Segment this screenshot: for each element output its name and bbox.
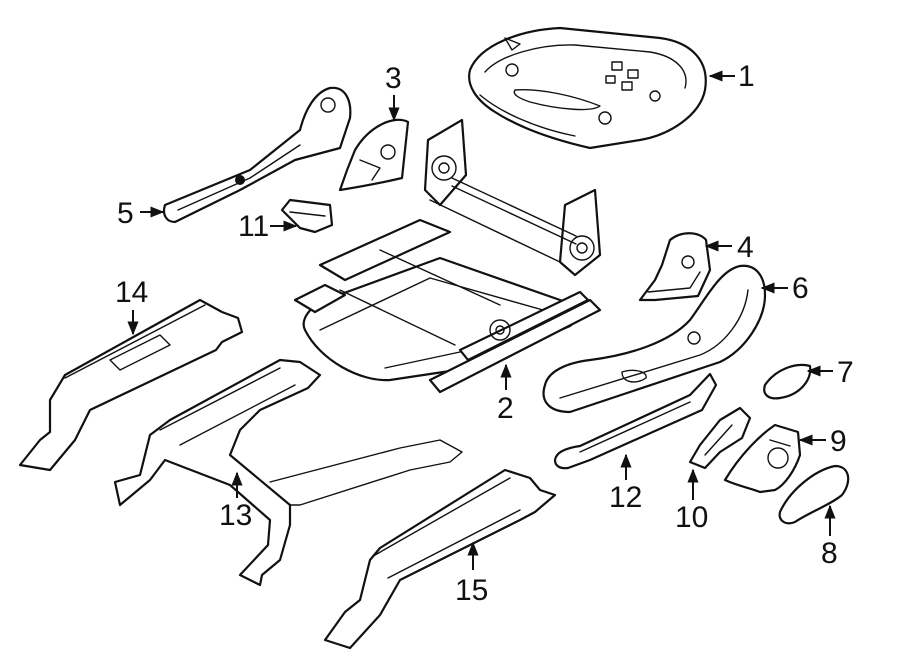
part-9-handle-housing (723, 423, 802, 494)
callout-11: 11 (238, 210, 269, 243)
callout-12: 12 (609, 481, 642, 514)
part-13-cross-frame (113, 358, 463, 587)
callout-13: 13 (219, 499, 252, 532)
part-8-handle (778, 464, 850, 525)
callout-9: 9 (830, 425, 847, 458)
callout-15: 15 (455, 574, 488, 607)
part-4-bracket (638, 232, 712, 302)
part-10-bezel (688, 406, 752, 470)
part-11-clip (280, 198, 334, 234)
callout-7: 7 (837, 356, 854, 389)
callout-2: 2 (497, 392, 514, 425)
part-2-seat-frame (293, 118, 602, 394)
part-1-seat-cushion (468, 26, 707, 150)
part-3-inner-shield (338, 118, 410, 192)
callout-6: 6 (792, 272, 809, 305)
part-7-knob-cover (763, 363, 812, 400)
callout-4: 4 (737, 231, 754, 264)
callout-5: 5 (117, 197, 134, 230)
callout-14: 14 (115, 276, 148, 309)
callout-8: 8 (821, 537, 838, 570)
callout-10: 10 (675, 501, 708, 534)
part-15-rail-cover-right (323, 468, 557, 650)
callout-3: 3 (385, 62, 402, 95)
part-6-side-shield (542, 264, 767, 414)
part-5-recliner-housing (162, 86, 352, 224)
callout-1: 1 (738, 60, 755, 93)
part-12-lower-trim (553, 372, 718, 470)
part-14-rail-cover-left (18, 298, 244, 472)
